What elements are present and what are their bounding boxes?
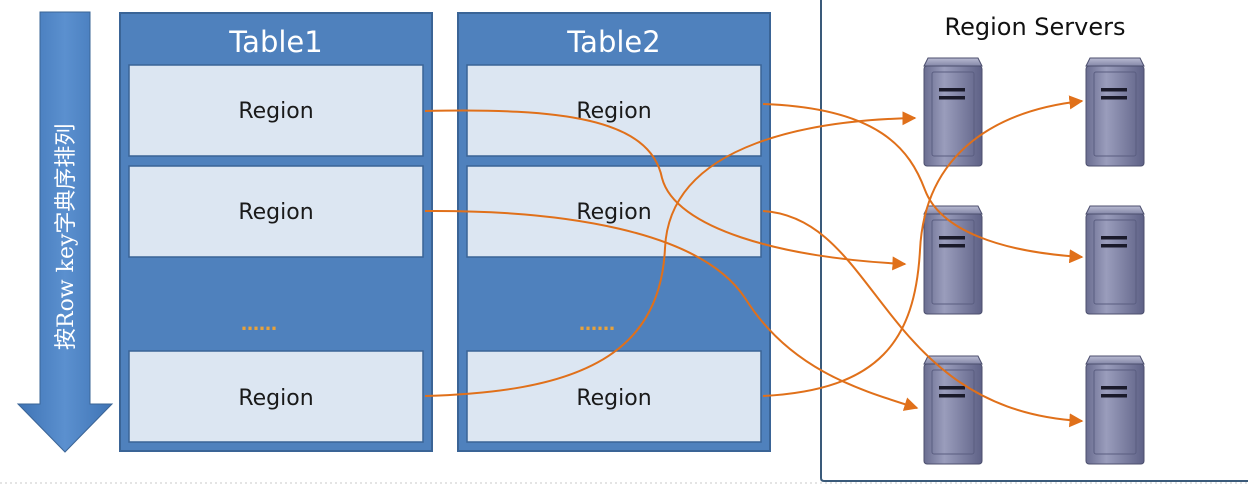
region-servers-panel: Region Servers (820, 0, 1248, 482)
server-tower-icon (923, 57, 983, 167)
server-tower-icon (1085, 205, 1145, 315)
table-title: Table1 (228, 25, 322, 59)
ellipsis: …… (579, 314, 615, 335)
table-1: Table1 Region Region …… Region (119, 12, 433, 452)
table-title: Table2 (566, 25, 660, 59)
server-tower-icon (923, 205, 983, 315)
connector-t1r1 (424, 109, 907, 271)
panel-title: Region Servers (945, 13, 1126, 41)
table-1-region-3[interactable]: Region (128, 350, 424, 443)
server-tower-icon (923, 355, 983, 465)
sort-order-label: 按Row key字典序排列 (54, 124, 79, 350)
connector-t1r3 (424, 111, 917, 397)
region-label: Region (238, 99, 313, 124)
server-tower-icon (1085, 57, 1145, 167)
server-tower-icon (1085, 355, 1145, 465)
connector-t2r1 (762, 103, 1084, 264)
table-2-region-2[interactable]: Region (466, 165, 762, 258)
ellipsis: …… (241, 314, 277, 335)
region-assignment-connectors (424, 95, 1084, 428)
region-label: Region (238, 200, 313, 225)
table-2: Table2 Region Region …… Region (457, 12, 771, 452)
region-label: Region (576, 386, 651, 411)
region-label: Region (238, 386, 313, 411)
table-2-region-1[interactable]: Region (466, 64, 762, 157)
sort-order-arrow: 按Row key字典序排列 (16, 11, 114, 453)
table-2-region-3[interactable]: Region (466, 350, 762, 443)
connector-t2r3 (762, 95, 1084, 397)
connector-t1r2 (424, 209, 919, 411)
region-label: Region (576, 200, 651, 225)
connector-t2r2 (762, 210, 1084, 428)
table-1-region-2[interactable]: Region (128, 165, 424, 258)
table-1-region-1[interactable]: Region (128, 64, 424, 157)
